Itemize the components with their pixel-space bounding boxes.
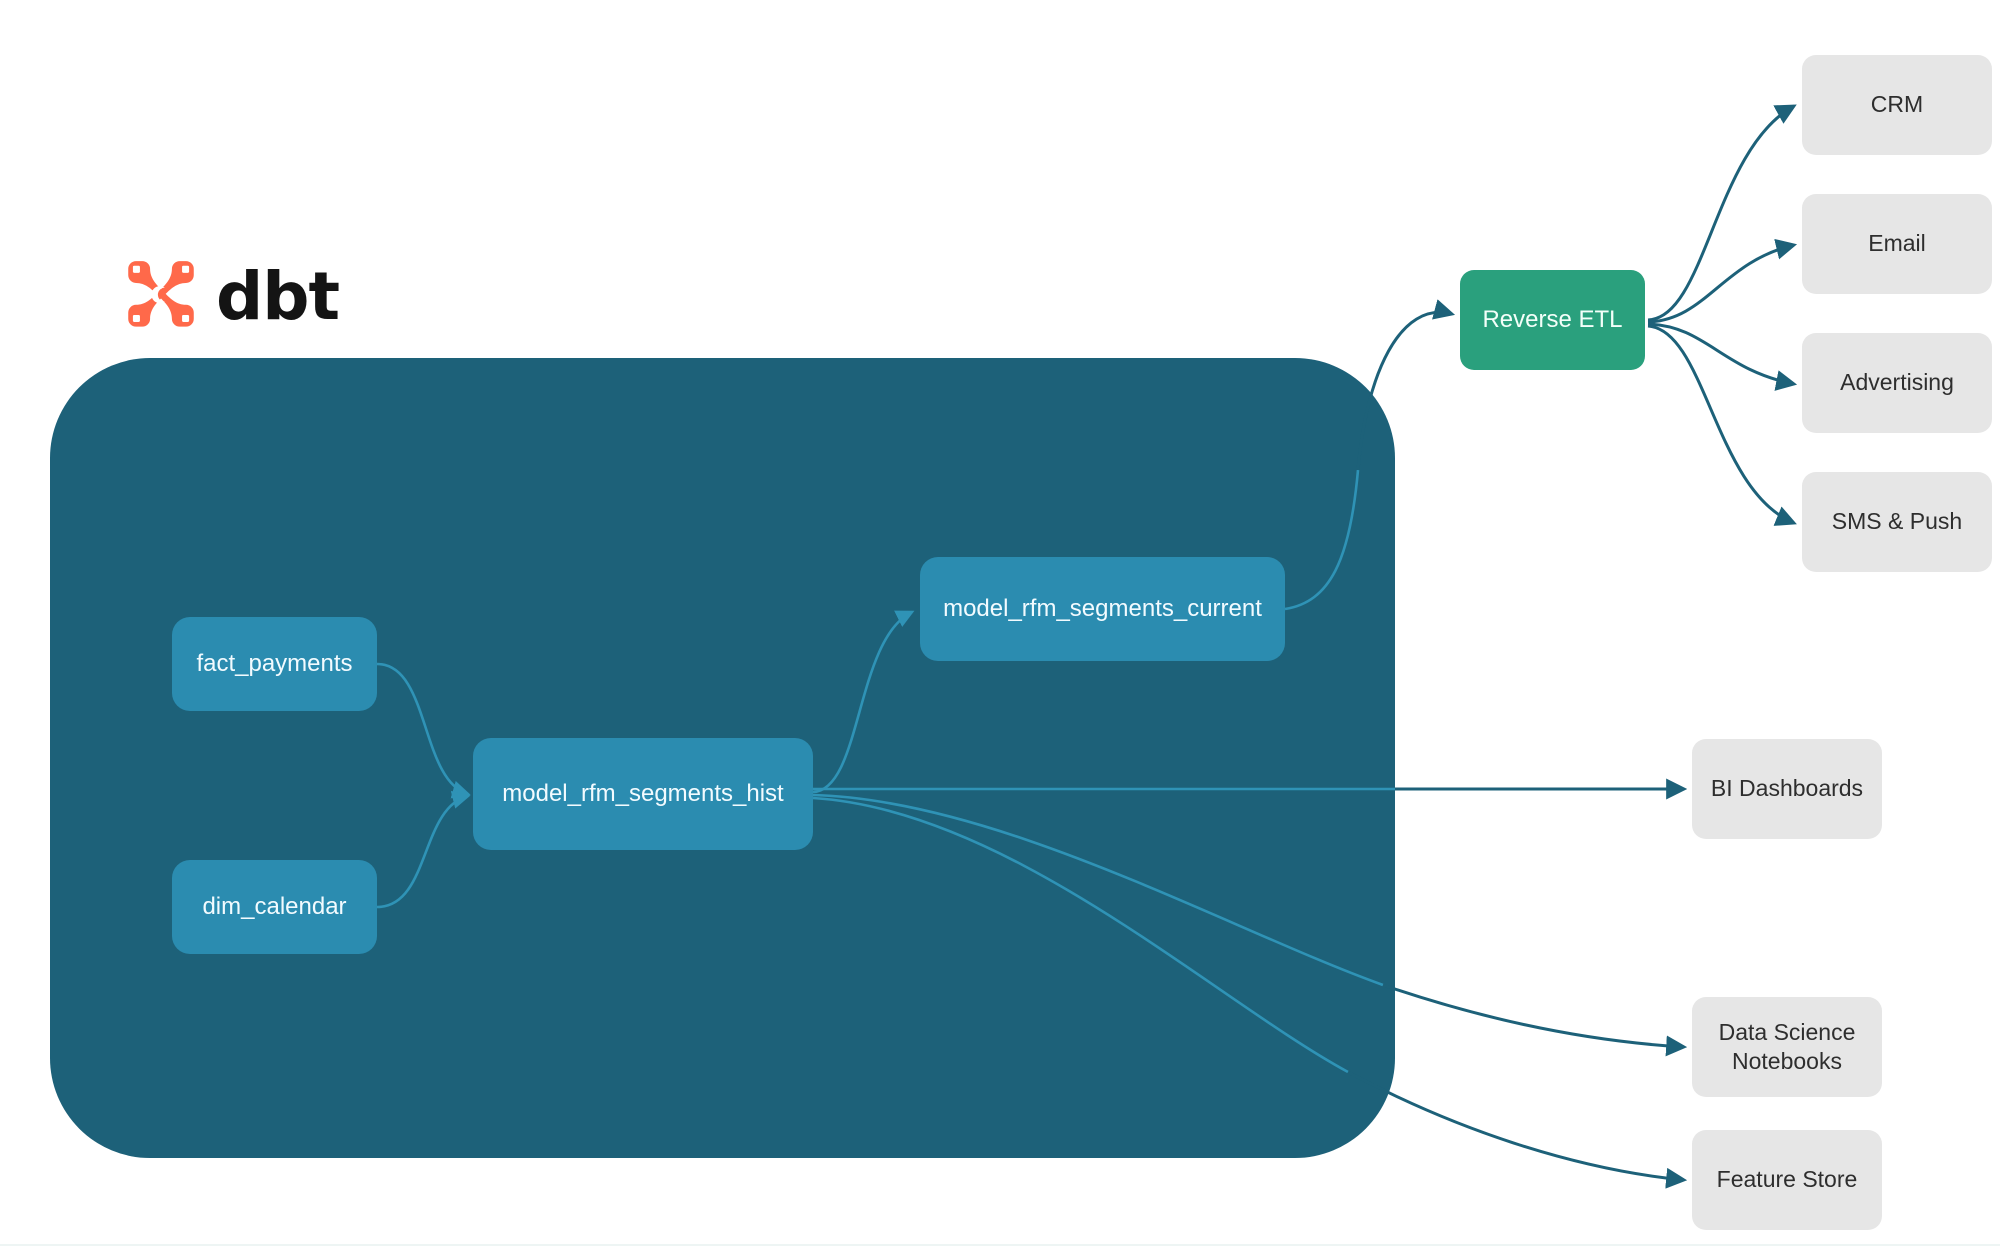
- node-model-rfm-segments-current[interactable]: model_rfm_segments_current: [920, 557, 1285, 661]
- edge-reverse-etl-to-advertising: [1647, 322, 1798, 391]
- node-crm-label: CRM: [1870, 91, 1924, 118]
- edge-reverse-etl-to-crm: [1647, 104, 1797, 322]
- edge-hist-to-current: [812, 610, 915, 794]
- node-fact-payments-label: fact_payments: [196, 649, 353, 677]
- node-bi-dashboards-label: BI Dashboards: [1710, 775, 1864, 802]
- node-feature-store[interactable]: Feature Store: [1692, 1130, 1882, 1230]
- edge-hist-to-data-science-notebooks-inner: [812, 793, 1384, 987]
- node-crm[interactable]: CRM: [1802, 55, 1992, 155]
- node-fact-payments[interactable]: fact_payments: [172, 617, 377, 711]
- node-advertising-label: Advertising: [1840, 369, 1954, 396]
- node-reverse-etl-label: Reverse ETL: [1482, 305, 1623, 333]
- node-feature-store-label: Feature Store: [1716, 1166, 1858, 1193]
- bottom-divider: [0, 1244, 2000, 1246]
- node-reverse-etl[interactable]: Reverse ETL: [1460, 270, 1645, 370]
- node-data-science-notebooks[interactable]: Data Science Notebooks: [1692, 997, 1882, 1097]
- dbt-wordmark: dbt: [216, 258, 340, 335]
- node-model-rfm-segments-hist-label: model_rfm_segments_hist: [502, 779, 784, 807]
- edge-current-to-reverse-etl-outer: [1356, 299, 1456, 471]
- node-data-science-notebooks-label: Data Science Notebooks: [1719, 1018, 1856, 1077]
- node-dim-calendar[interactable]: dim_calendar: [172, 860, 377, 954]
- node-model-rfm-segments-hist[interactable]: model_rfm_segments_hist: [473, 738, 813, 850]
- node-email[interactable]: Email: [1802, 194, 1992, 294]
- node-email-label: Email: [1868, 230, 1926, 257]
- node-sms-push[interactable]: SMS & Push: [1802, 472, 1992, 572]
- edge-hist-to-feature-store-inner: [812, 796, 1349, 1074]
- edge-current-to-reverse-etl: [1284, 469, 1360, 611]
- dbt-logo: dbt: [122, 258, 340, 336]
- edge-reverse-etl-to-email: [1647, 238, 1798, 324]
- node-data-science-notebooks-line1: Data Science: [1718, 1018, 1856, 1045]
- dbt-logo-icon: [128, 261, 194, 327]
- node-sms-push-label: SMS & Push: [1831, 508, 1963, 535]
- edge-reverse-etl-to-sms-push: [1647, 324, 1797, 526]
- edge-fact-payments-to-hist: [376, 662, 471, 799]
- edge-hist-to-data-science-notebooks: [1382, 983, 1688, 1057]
- node-model-rfm-segments-current-label: model_rfm_segments_current: [943, 594, 1262, 622]
- node-bi-dashboards[interactable]: BI Dashboards: [1692, 739, 1882, 839]
- edge-dim-calendar-to-hist: [376, 790, 471, 909]
- node-advertising[interactable]: Advertising: [1802, 333, 1992, 433]
- node-data-science-notebooks-line2: Notebooks: [1732, 1048, 1842, 1074]
- edge-hist-to-feature-store: [1347, 1070, 1688, 1189]
- node-dim-calendar-label: dim_calendar: [202, 892, 347, 920]
